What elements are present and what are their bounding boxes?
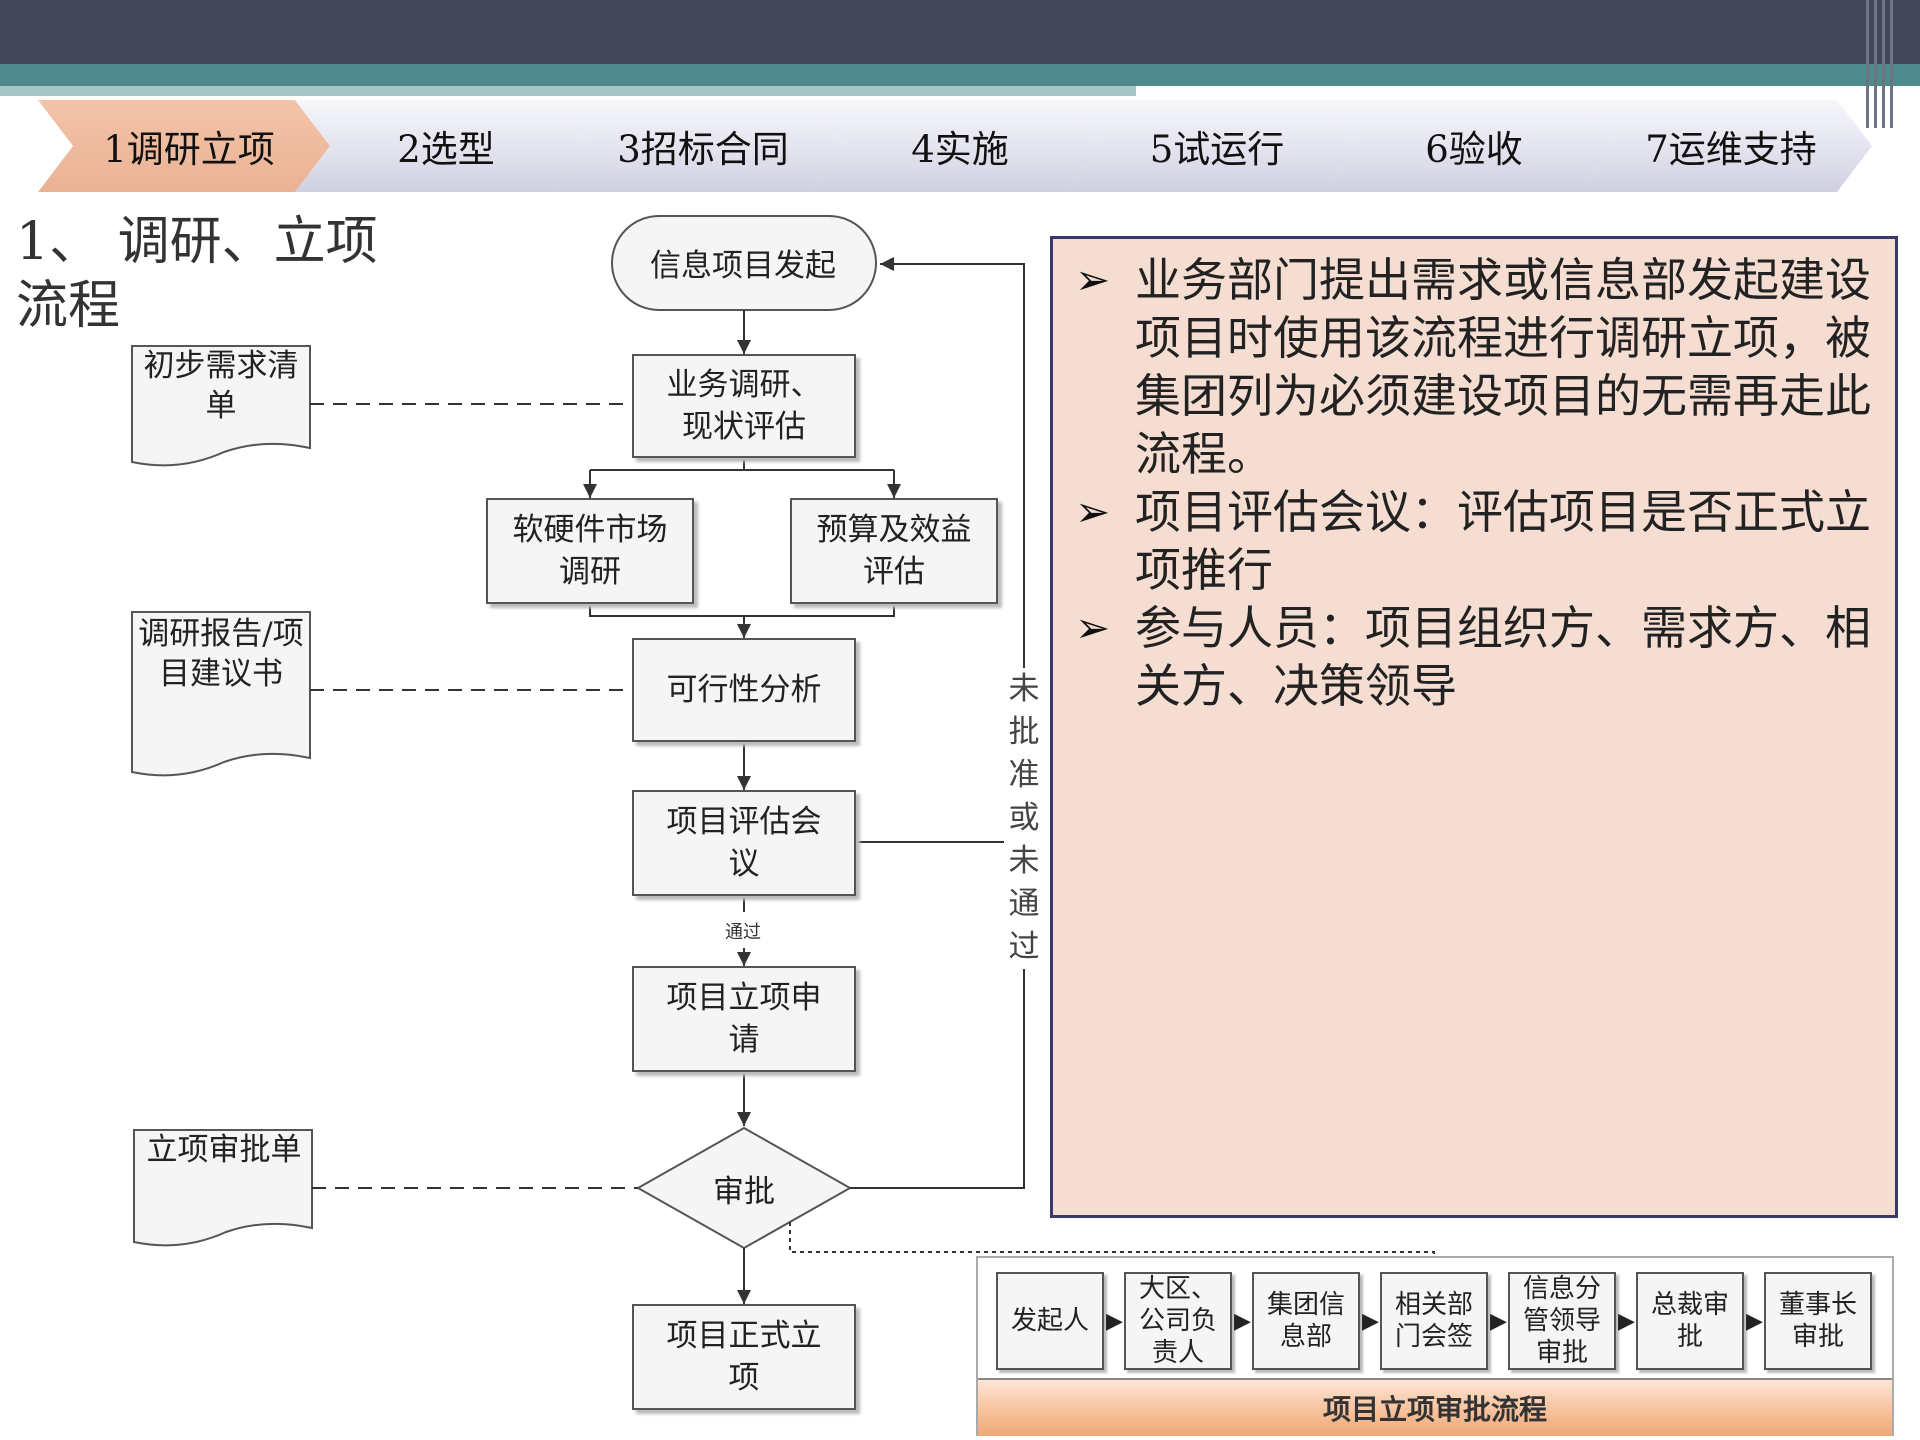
step-chevron-7: 7运维支持 xyxy=(1580,100,1872,192)
doc-report xyxy=(131,611,311,777)
research-label: 业务调研、现状评估 xyxy=(666,367,822,445)
step-chevron-2: 2选型 xyxy=(295,100,587,192)
apply-box: 项目立项申请 xyxy=(632,966,856,1072)
approval-step-label: 发起人 xyxy=(1010,1306,1089,1336)
meeting-box: 项目评估会议 xyxy=(632,790,856,896)
approval-flow-title: 项目立项审批流程 xyxy=(1322,1393,1547,1426)
header-light-bar xyxy=(0,86,1136,96)
approval-step-box: 大区、公司负责人 xyxy=(1124,1272,1232,1370)
arrow-right-icon: ▶ xyxy=(1106,1309,1123,1334)
note-list: ➢ 业务部门提出需求或信息部发起建设项目时使用该流程进行调研立项，被集团列为必须建… xyxy=(1075,251,1875,715)
feasibility-label: 可行性分析 xyxy=(666,672,822,708)
approval-step-label: 董事长审批 xyxy=(1778,1290,1857,1352)
step-label: 6验收 xyxy=(1425,128,1523,171)
budget-label: 预算及效益评估 xyxy=(816,512,972,590)
step-label: 2选型 xyxy=(397,128,495,171)
subflow-link xyxy=(789,1222,1435,1258)
step-chevron-1: 1调研立项 xyxy=(38,100,330,192)
note-item: ➢ 项目评估会议：评估项目是否正式立项推行 xyxy=(1075,483,1875,599)
approval-step-box: 董事长审批 xyxy=(1764,1272,1872,1370)
arrow-right-icon: ▶ xyxy=(1618,1309,1635,1334)
deco-stripe xyxy=(1890,0,1893,128)
arrow-right-icon: ▶ xyxy=(1362,1309,1379,1334)
arrow-right-icon: ▶ xyxy=(1746,1309,1763,1334)
start-terminal-label: 信息项目发起 xyxy=(650,248,836,284)
final-box: 项目正式立项 xyxy=(632,1304,856,1410)
arrow-right-icon: ▶ xyxy=(1234,1309,1251,1334)
meeting-label: 项目评估会议 xyxy=(666,804,822,882)
page-title-text: 1、 调研、立项流程 xyxy=(16,212,378,336)
note-item: ➢ 参与人员：项目组织方、需求方、相关方、决策领导 xyxy=(1075,599,1875,715)
feasibility-box: 可行性分析 xyxy=(632,638,856,742)
reject-label: 未批准或未通过 xyxy=(1004,668,1044,969)
arrow-right-icon: ▶ xyxy=(1490,1309,1507,1334)
approval-step-label: 信息分管领导审批 xyxy=(1522,1274,1601,1368)
step-label: 4实施 xyxy=(911,128,1009,171)
step-chevron-3: 3招标合同 xyxy=(552,100,844,192)
bullet-arrow-icon: ➢ xyxy=(1075,487,1111,536)
deco-stripe xyxy=(1882,0,1885,128)
doc-approval-form xyxy=(133,1129,313,1247)
page-title: 1、 调研、立项流程 xyxy=(16,210,416,338)
approval-step-box: 相关部门会签 xyxy=(1380,1272,1488,1370)
approval-flow-title-bar: 项目立项审批流程 xyxy=(978,1378,1892,1436)
approval-step-box: 集团信息部 xyxy=(1252,1272,1360,1370)
note-text: 参与人员：项目组织方、需求方、相关方、决策领导 xyxy=(1135,601,1871,713)
step-label: 5试运行 xyxy=(1149,128,1285,171)
research-box: 业务调研、现状评估 xyxy=(632,354,856,458)
header-accent-bar xyxy=(0,64,1920,86)
bullet-arrow-icon: ➢ xyxy=(1075,603,1111,652)
step-label: 1调研立项 xyxy=(103,128,275,171)
pass-label: 通过 xyxy=(725,922,761,943)
step-label: 3招标合同 xyxy=(617,128,789,171)
market-research-label: 软硬件市场调研 xyxy=(512,512,668,590)
deco-stripe xyxy=(1866,0,1869,128)
approval-step-label: 总裁审批 xyxy=(1650,1290,1729,1352)
feedback-connector xyxy=(850,257,1025,1189)
doc-report-label: 调研报告/项目建议书 xyxy=(138,616,304,692)
connector xyxy=(589,604,895,617)
note-text: 项目评估会议：评估项目是否正式立项推行 xyxy=(1135,485,1871,597)
approval-step-box: 发起人 xyxy=(996,1272,1104,1370)
step-label: 7运维支持 xyxy=(1645,128,1817,171)
step-chevron-5: 5试运行 xyxy=(1066,100,1358,192)
note-item: ➢ 业务部门提出需求或信息部发起建设项目时使用该流程进行调研立项，被集团列为必须建… xyxy=(1075,251,1875,483)
approval-step-label: 集团信息部 xyxy=(1266,1290,1345,1352)
doc-req-list xyxy=(131,345,311,467)
approval-label: 审批 xyxy=(713,1174,775,1210)
budget-box: 预算及效益评估 xyxy=(790,498,998,604)
bullet-arrow-icon: ➢ xyxy=(1075,255,1111,304)
doc-req-list-label: 初步需求清单 xyxy=(143,348,299,424)
note-text: 业务部门提出需求或信息部发起建设项目时使用该流程进行调研立项，被集团列为必须建设… xyxy=(1135,253,1871,481)
deco-stripe xyxy=(1874,0,1877,128)
approval-step-label: 相关部门会签 xyxy=(1394,1290,1473,1352)
note-panel: ➢ 业务部门提出需求或信息部发起建设项目时使用该流程进行调研立项，被集团列为必须建… xyxy=(1050,236,1898,1218)
doc-approval-form-label: 立项审批单 xyxy=(146,1132,302,1168)
apply-label: 项目立项申请 xyxy=(666,980,822,1058)
final-label: 项目正式立项 xyxy=(666,1318,822,1396)
step-chevron-6: 6验收 xyxy=(1323,100,1615,192)
step-chevron-4: 4实施 xyxy=(809,100,1101,192)
approval-step-box: 总裁审批 xyxy=(1636,1272,1744,1370)
header-bar xyxy=(0,0,1920,64)
approval-step-box: 信息分管领导审批 xyxy=(1508,1272,1616,1370)
approval-step-label: 大区、公司负责人 xyxy=(1138,1274,1217,1368)
market-research-box: 软硬件市场调研 xyxy=(486,498,694,604)
